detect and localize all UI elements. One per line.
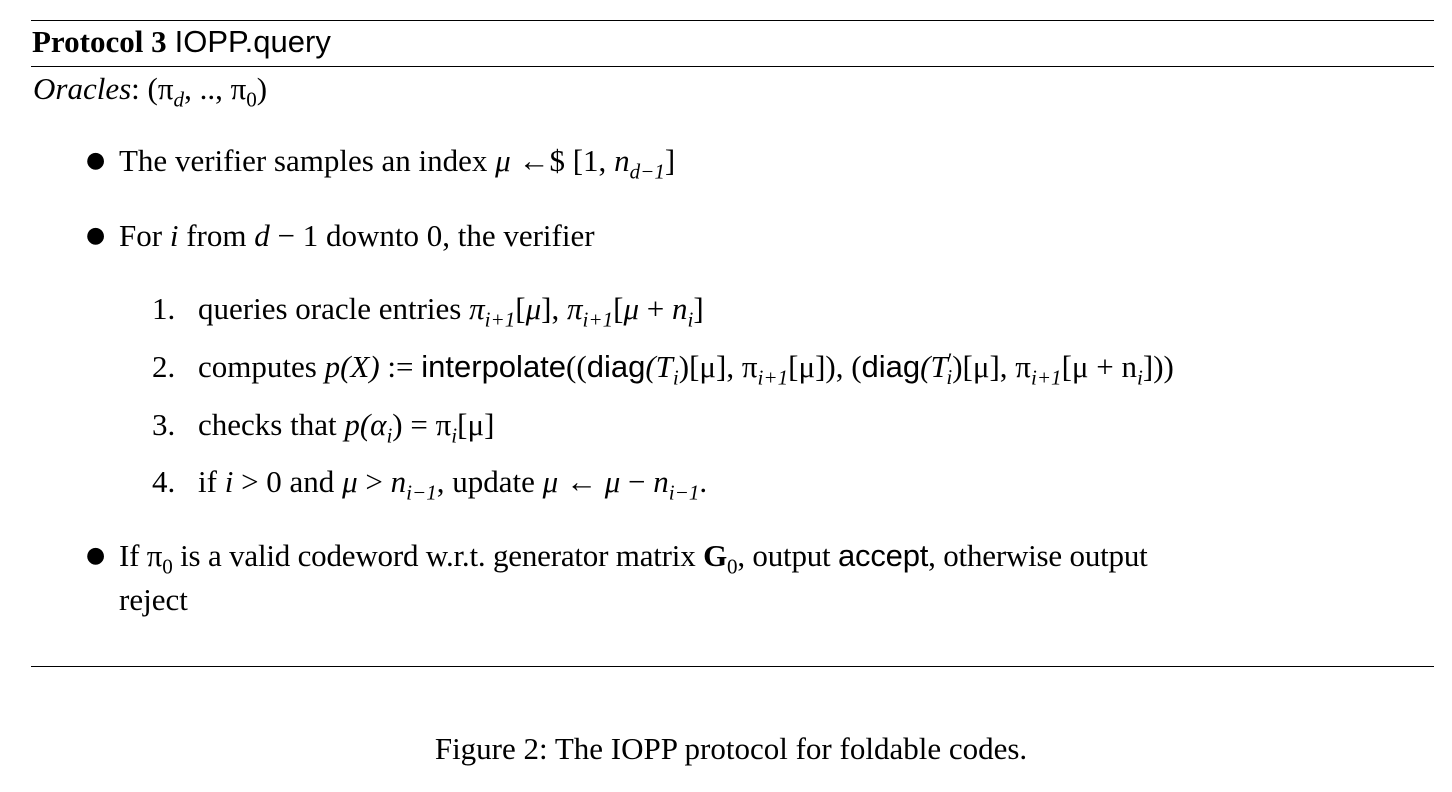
step-update-mu: if i > 0 and μ > ni−1, update μ ← μ − ni… [198, 464, 708, 505]
reject-keyword: reject [119, 582, 188, 617]
step-query-oracle: queries oracle entries πi+1[μ], πi+1[μ +… [198, 291, 704, 332]
bullet-marker: ● [86, 543, 106, 568]
bullet-output-decision: If π0 is a valid codeword w.r.t. generat… [119, 538, 1148, 579]
bullet-marker: ● [86, 148, 106, 173]
protocol-label: Protocol 3 [32, 24, 167, 59]
accept-keyword: accept [838, 538, 929, 573]
oracles-label: Oracles [33, 71, 132, 106]
step-compute-interpolate: computes p(X) := interpolate((diag(Ti)[μ… [198, 348, 1174, 390]
step-check-equality: checks that p(αi) = πi[μ] [198, 407, 495, 448]
bullet-marker: ● [86, 223, 106, 248]
step-number: 1. [152, 291, 176, 326]
step-number: 4. [152, 464, 176, 499]
top-rule [31, 20, 1434, 21]
step-number: 2. [152, 349, 176, 384]
figure-caption-text: Figure 2: The IOPP protocol for foldable… [434, 731, 1028, 766]
bottom-rule [31, 666, 1434, 667]
step-number: 3. [152, 407, 176, 442]
figure-caption: Figure 2: The IOPP protocol for foldable… [0, 731, 1452, 767]
interpolate-function: interpolate [421, 349, 567, 384]
header-rule [31, 66, 1434, 67]
bullet-for-loop: For i from d − 1 downto 0, the verifier [119, 218, 595, 253]
bullet-sample-index: The verifier samples an index μ ←$ [1, n… [119, 143, 676, 184]
protocol-name: IOPP.query [174, 24, 331, 59]
oracles-line: Oracles: (πd, .., π0) [33, 71, 268, 112]
